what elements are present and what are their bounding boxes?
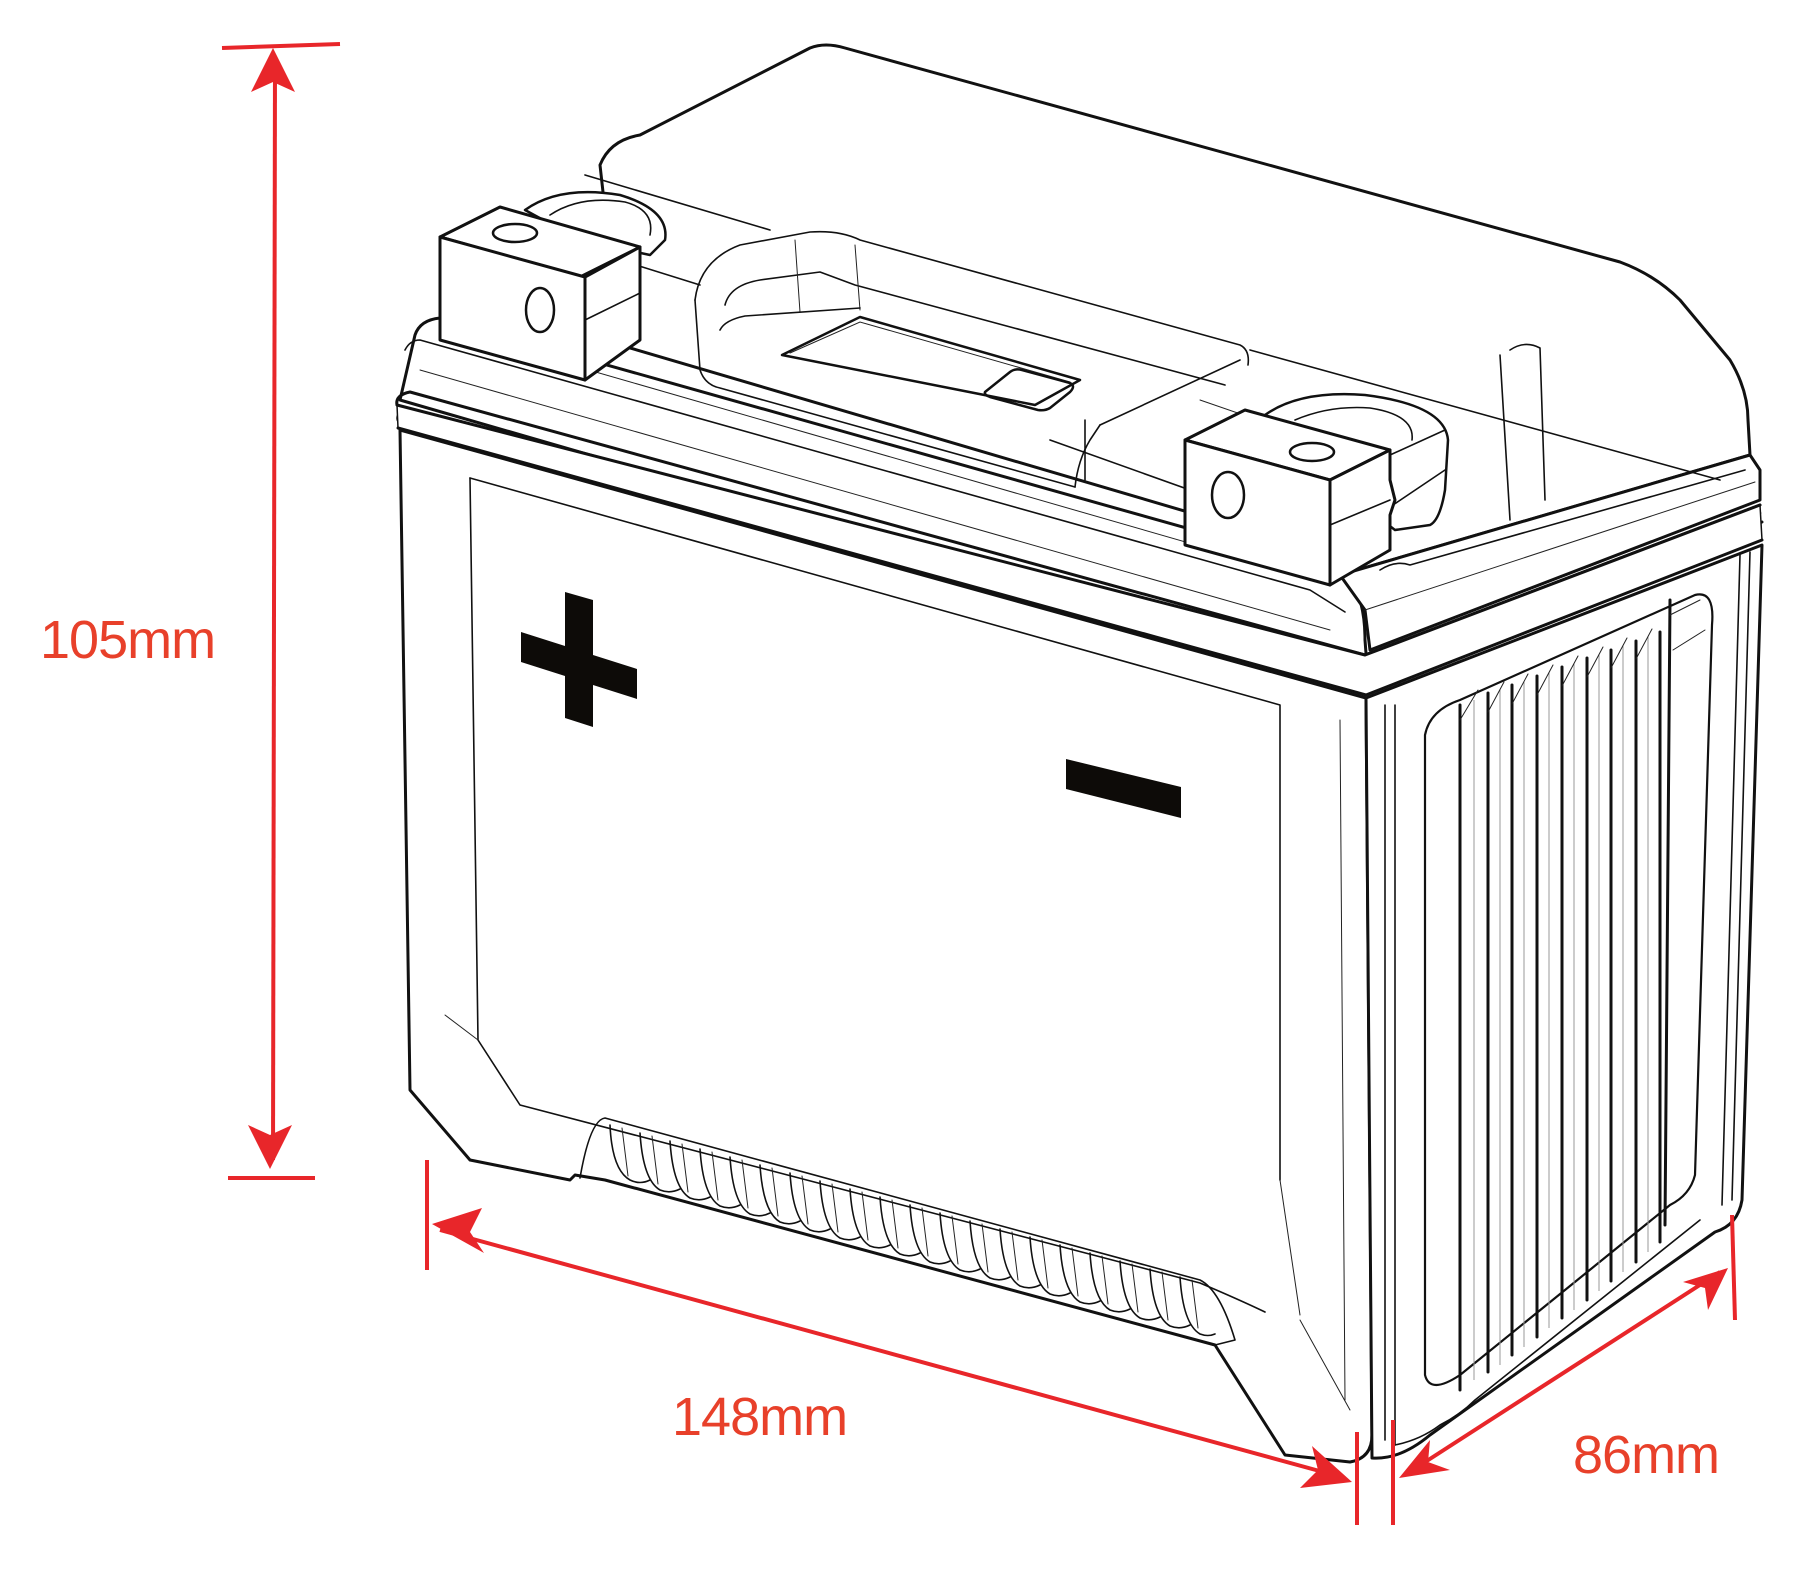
- plus-symbol: [521, 592, 637, 727]
- arrow-right-icon: [1300, 1446, 1352, 1488]
- height-label: 105mm: [40, 610, 216, 670]
- lid-top: [598, 43, 1752, 577]
- arrow-left-icon: [432, 1208, 484, 1253]
- battery: [395, 43, 1764, 1464]
- minus-symbol: [1066, 759, 1181, 818]
- arrow-right-up-icon: [1683, 1268, 1728, 1310]
- front-rib-inner-lines: [621, 1127, 1199, 1329]
- front-rib-set: [609, 1124, 1216, 1337]
- arrow-left-down-icon: [1399, 1440, 1450, 1478]
- side-rib-panel: [1423, 593, 1714, 1392]
- negative-terminal: [1183, 392, 1450, 587]
- height-dimension: [221, 42, 341, 1180]
- length-dimension: [425, 1160, 1359, 1525]
- bolt-hole-front: [524, 286, 556, 334]
- display-button: [983, 368, 1075, 412]
- positive-terminal: [438, 190, 667, 382]
- width-label: 86mm: [1573, 1425, 1720, 1485]
- lid-seam: [395, 390, 1762, 657]
- length-label: 148mm: [672, 1387, 848, 1447]
- front-bottom-ribs: [579, 1117, 1236, 1346]
- bolt-hole-top: [491, 222, 539, 244]
- arrow-down-icon: [248, 1125, 292, 1169]
- arrow-up-icon: [251, 48, 295, 92]
- width-dimension: [1391, 1214, 1737, 1525]
- carry-handle-recess: [694, 230, 1250, 488]
- display-window: [780, 315, 1082, 412]
